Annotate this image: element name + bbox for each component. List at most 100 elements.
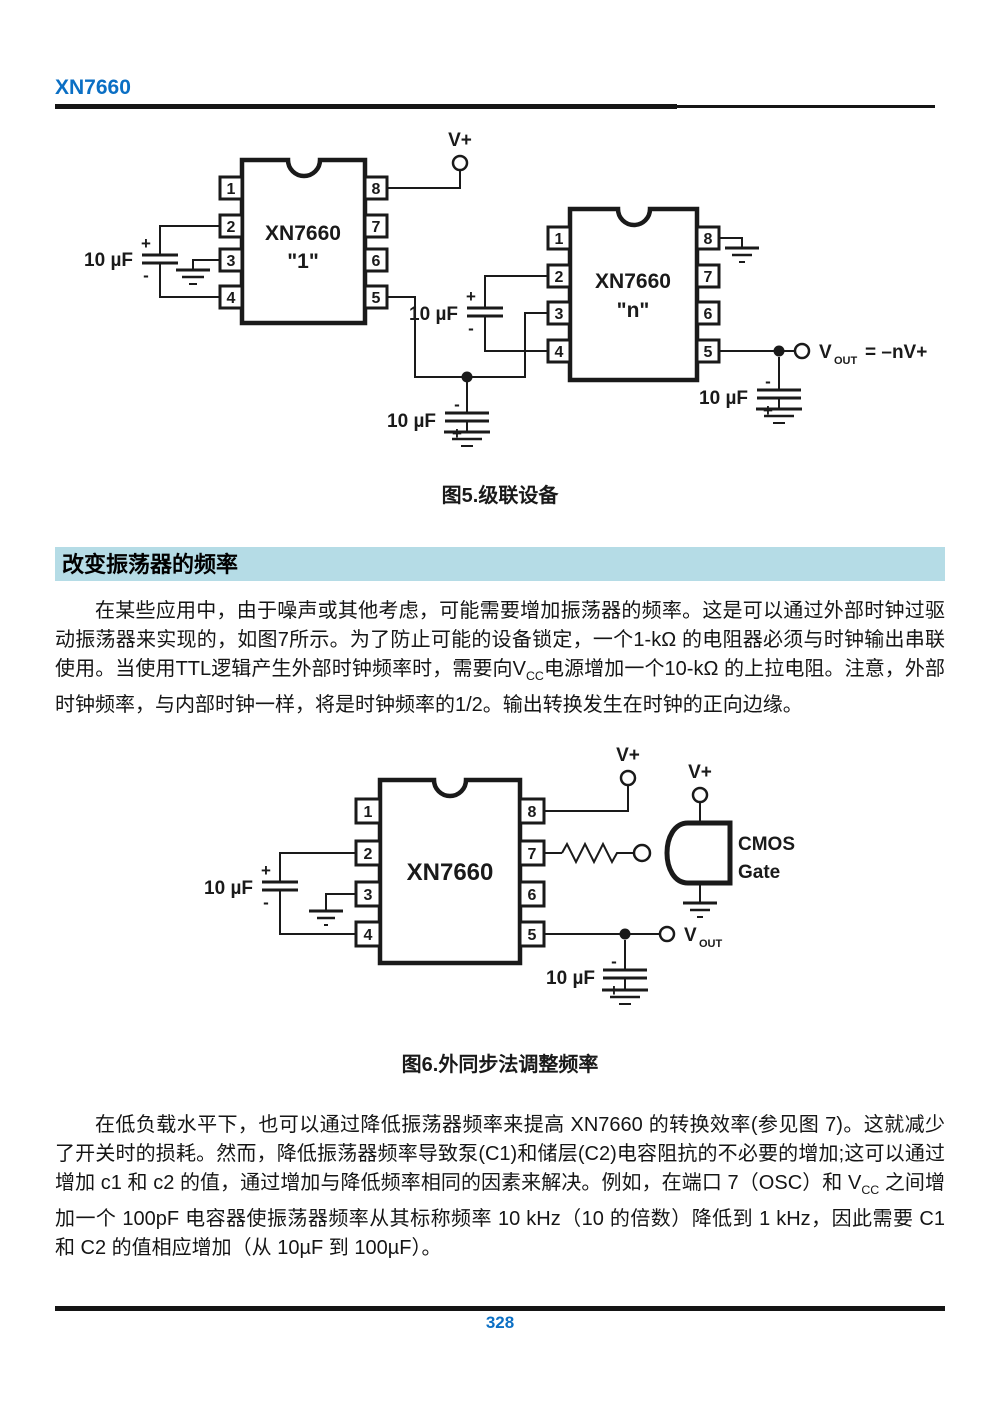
ic3-pin5: 5 <box>528 927 537 944</box>
plus-sign: + <box>141 234 151 253</box>
capacitor-label: 10 µF <box>409 304 458 325</box>
vplus-terminal-1: V+ <box>544 745 640 812</box>
ic1-pin6-box <box>363 247 389 273</box>
ic2: XN7660 "n" 1 2 3 4 8 7 6 5 <box>546 206 721 383</box>
ic2-pin8-ground-icon <box>719 237 759 263</box>
ic2-name: XN7660 <box>595 270 671 293</box>
capacitor-label: 10 µF <box>204 878 253 899</box>
vplus-label: V+ <box>688 762 712 783</box>
ic1-pin3: 3 <box>227 253 236 270</box>
reservoir-capacitor-2: - + 10 µF <box>699 357 802 424</box>
ic1-pin3-ground-icon <box>176 259 220 285</box>
pump-capacitor: + - 10 µF <box>204 852 356 935</box>
ic1-name: XN7660 <box>265 222 341 245</box>
paragraph-low-load: 在低负载水平下，也可以通过降低振荡器频率来提高 XN7660 的转换效率(参见图… <box>55 1114 946 1259</box>
vout-sub-label: OUT <box>834 355 858 367</box>
vout-circle-icon <box>658 925 676 943</box>
gate-input-bubble <box>632 843 652 863</box>
ic2-pin8: 8 <box>704 231 713 248</box>
ic3-body <box>377 777 523 966</box>
cmos-gate-label-2: Gate <box>738 862 780 883</box>
cmos-gate-icon: V+ CMOS Gate <box>632 762 795 918</box>
minus-sign: - <box>454 395 460 414</box>
ic2-pin3-box <box>546 300 572 326</box>
ic2-pin1-box <box>546 225 572 251</box>
footer-rule <box>55 1306 945 1311</box>
ic2-pin6: 6 <box>704 306 713 323</box>
minus-sign: - <box>143 266 149 285</box>
resistor-icon <box>544 841 634 865</box>
pin3-ground-icon <box>309 893 356 926</box>
capacitor-label: 10 µF <box>699 388 748 409</box>
ic1-pin2: 2 <box>227 219 236 236</box>
junction-dot <box>773 345 785 357</box>
ic1-body <box>239 157 368 326</box>
vout-terminal: V OUT = –nV+ <box>719 342 927 367</box>
ic2-pin7: 7 <box>704 269 713 286</box>
section-heading-bar: 改变振荡器的频率 <box>55 547 945 581</box>
page-title: XN7660 <box>55 76 131 99</box>
ic1-pin1: 1 <box>227 181 236 198</box>
plus-sign: + <box>466 287 476 306</box>
ic3-pin6-box <box>518 880 546 908</box>
ic3-pin6: 6 <box>528 887 537 904</box>
vout-terminal: V OUT <box>544 925 723 950</box>
ic2-pin6-box <box>695 300 721 326</box>
ic2-pin3: 3 <box>555 306 564 323</box>
minus-sign: - <box>611 952 617 971</box>
ic2-pump-capacitor: + - 10 µF <box>409 275 548 352</box>
capacitor-label: 10 µF <box>546 968 595 989</box>
figure6-caption: 图6.外同步法调整频率 <box>401 1054 599 1076</box>
ic1-pin4: 4 <box>227 290 236 307</box>
capacitor-label: 10 µF <box>84 250 133 271</box>
ic2-designator: "n" <box>617 299 650 322</box>
vplus-label: V+ <box>616 745 640 766</box>
figure6-schematic: XN7660 1 2 3 4 8 7 6 5 V+ + - 10 µF <box>204 745 795 1005</box>
page-number: 328 <box>485 1313 515 1332</box>
minus-sign: - <box>263 893 269 912</box>
minus-sign: - <box>765 372 771 391</box>
ic3-pin8: 8 <box>528 804 537 821</box>
ic3-pin1-box <box>354 797 382 825</box>
vout-label: V <box>684 925 697 946</box>
ic1-pump-capacitor: + - 10 µF <box>84 225 220 298</box>
ic3-pin2-box <box>354 839 382 867</box>
header-rule <box>55 104 677 109</box>
vout-circle-icon <box>793 342 811 360</box>
ic1-designator: "1" <box>287 250 319 273</box>
vplus-circle-icon <box>451 154 469 172</box>
junction-dot <box>619 928 631 940</box>
minus-sign: - <box>468 319 474 338</box>
vout-equation: = –nV+ <box>865 342 927 363</box>
vplus-circle-icon <box>691 786 709 804</box>
section-heading: 改变振荡器的频率 <box>62 552 239 577</box>
ic1-pin7-box <box>363 213 389 239</box>
ic3-pin2: 2 <box>364 846 373 863</box>
figure5-caption: 图5.级联设备 <box>441 485 559 507</box>
vplus-label: V+ <box>448 130 472 151</box>
ic2-pin7-box <box>695 263 721 289</box>
vplus-terminal-1: V+ <box>387 130 472 189</box>
ic2-pin1: 1 <box>555 231 564 248</box>
ic2-pin5: 5 <box>704 344 713 361</box>
plus-sign: + <box>261 861 271 880</box>
cmos-gate-label-1: CMOS <box>738 834 795 855</box>
ic3-pin1: 1 <box>364 804 373 821</box>
ic1-pin1-box <box>218 175 244 201</box>
figure5-schematic: XN7660 "1" 1 2 3 4 8 7 6 5 V+ + - 10 µF <box>84 130 927 447</box>
ic2-pin2: 2 <box>555 269 564 286</box>
vplus-circle-icon <box>619 769 637 787</box>
capacitor-label: 10 µF <box>387 411 436 432</box>
vout-sub-label: OUT <box>699 938 723 950</box>
ic1-pin7: 7 <box>372 219 381 236</box>
ic2-body <box>567 206 700 383</box>
reservoir-capacitor-1: - + 10 µF <box>387 377 490 447</box>
ic1-pin6: 6 <box>372 253 381 270</box>
ic3-pin4: 4 <box>364 927 373 944</box>
ic1-pin5: 5 <box>372 290 381 307</box>
ic1-pin8: 8 <box>372 181 381 198</box>
vout-label: V <box>819 342 832 363</box>
reservoir-capacitor: - + 10 µF <box>546 940 648 1005</box>
paragraph-oscillator-frequency: 在某些应用中，由于噪声或其他考虑，可能需要增加振荡器的频率。这是可以通过外部时钟… <box>55 600 945 716</box>
